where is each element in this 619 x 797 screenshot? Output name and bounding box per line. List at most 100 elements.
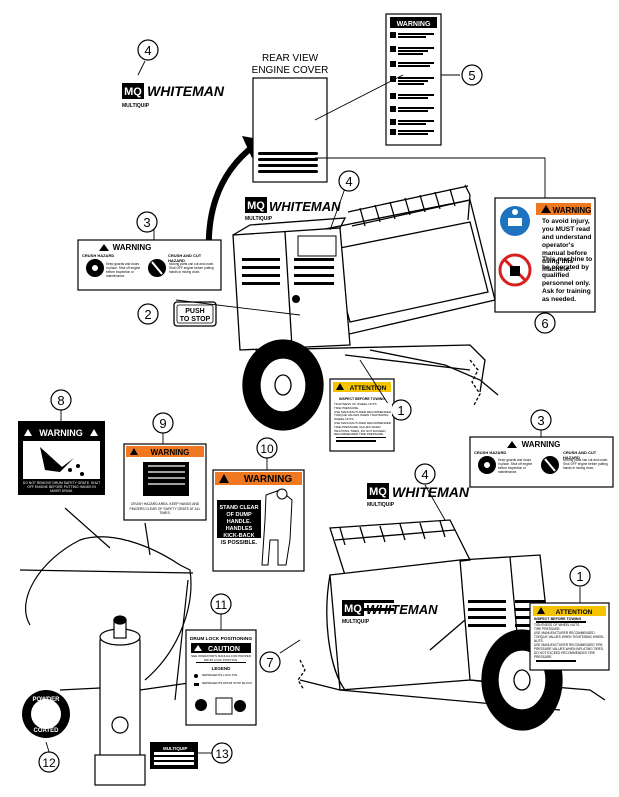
svg-text:3: 3 bbox=[537, 413, 544, 428]
svg-text:9: 9 bbox=[159, 416, 166, 431]
decal-11-item-1: REPRESENTS LOCK PIN bbox=[202, 673, 252, 677]
svg-text:WARNING: WARNING bbox=[244, 474, 293, 485]
svg-text:CAUTION: CAUTION bbox=[208, 646, 240, 653]
decal-11-text: SEE OPERATOR'S MANUAL FOR PROPER DRUM LO… bbox=[190, 654, 252, 663]
svg-text:1: 1 bbox=[576, 569, 583, 584]
callout-9: 9 bbox=[152, 412, 174, 434]
svg-text:DRUM LOCK POSITIONING: DRUM LOCK POSITIONING bbox=[190, 636, 252, 642]
decal-1-item-2: TIRE PRESSURE. bbox=[334, 405, 360, 410]
svg-text:MULTIQUIP: MULTIQUIP bbox=[122, 103, 150, 109]
svg-text:WHITEMAN: WHITEMAN bbox=[147, 83, 225, 99]
svg-text:HANDLES: HANDLES bbox=[226, 526, 253, 532]
decal-1b-item-2: TIRE PRESSURE. bbox=[534, 627, 561, 631]
svg-text:MULTIQUIP: MULTIQUIP bbox=[342, 619, 370, 625]
callout-7: 7 bbox=[259, 651, 281, 673]
svg-text:2: 2 bbox=[144, 307, 151, 322]
svg-text:1: 1 bbox=[397, 403, 404, 418]
decal-1b-item-1: TIGHTNESS OF WHEEL NUTS. bbox=[534, 623, 581, 627]
leader-lines bbox=[45, 60, 581, 756]
decal-3b-left-text: Keep guards and doors in place. Shut off… bbox=[498, 458, 533, 474]
callout-4b: 4 bbox=[338, 170, 360, 192]
svg-text:LEGEND: LEGEND bbox=[212, 666, 232, 671]
callout-1a: 1 bbox=[390, 399, 412, 421]
callout-5: 5 bbox=[461, 64, 483, 86]
svg-text:MULTIQUIP: MULTIQUIP bbox=[245, 216, 273, 222]
decal-1-item-3: USE MANUFACTURER RECOMMENDED TORQUE VALU… bbox=[334, 409, 392, 422]
decal-1b-item-3: USE MANUFACTURER RECOMMENDED TORQUE VALU… bbox=[534, 631, 605, 643]
svg-text:7: 7 bbox=[266, 655, 273, 670]
decal-3b-left-heading: CRUSH HAZARD bbox=[474, 450, 507, 455]
svg-text:MULTIQUIP: MULTIQUIP bbox=[163, 746, 187, 751]
svg-text:WARNING: WARNING bbox=[39, 428, 83, 438]
svg-text:WARNING: WARNING bbox=[151, 448, 190, 457]
push-to-stop-decal: PUSH TO STOP bbox=[173, 301, 217, 327]
engine-door-decal bbox=[297, 235, 337, 257]
svg-text:MULTIQUIP: MULTIQUIP bbox=[367, 502, 395, 508]
whiteman-logo-bottom: MQ WHITEMAN MULTIQUIP bbox=[367, 483, 470, 508]
decal-3-right-heading: CRUSH AND CUT HAZARD bbox=[168, 253, 202, 263]
decal-10-line6: IS POSSIBLE. bbox=[221, 540, 258, 546]
svg-text:MQ: MQ bbox=[124, 86, 142, 98]
callout-6: 6 bbox=[534, 312, 556, 334]
svg-text:MQ: MQ bbox=[247, 200, 265, 212]
decal-13-serial-plate: MULTIQUIP bbox=[150, 742, 198, 769]
svg-text:WARNING: WARNING bbox=[553, 206, 592, 215]
svg-text:4: 4 bbox=[144, 43, 151, 58]
svg-text:STAND CLEAR: STAND CLEAR bbox=[219, 505, 258, 511]
decal-1-item-4: USE MANUFACTURER RECOMMENDED TIRE PRESSU… bbox=[334, 420, 392, 437]
svg-text:OF DUMP: OF DUMP bbox=[226, 512, 252, 518]
callout-3b: 3 bbox=[530, 409, 552, 431]
callout-13: 13 bbox=[211, 742, 233, 764]
svg-text:WHITEMAN: WHITEMAN bbox=[366, 602, 438, 617]
decal-3b-right-heading: CRUSH AND CUT HAZARD bbox=[563, 450, 597, 460]
rear-cover-louvres bbox=[258, 152, 318, 173]
callout-4c: 4 bbox=[414, 463, 436, 485]
svg-text:WARNING: WARNING bbox=[522, 440, 561, 449]
decal-3-right-text: Moving parts can cut and crush. Shut OFF… bbox=[169, 262, 215, 274]
svg-text:5: 5 bbox=[468, 68, 475, 83]
svg-text:ATTENTION: ATTENTION bbox=[556, 609, 593, 616]
decal-5-warning-tall: WARNING bbox=[385, 13, 442, 146]
decal-3b-right-text: Moving parts can cut and crush. Shut OFF… bbox=[563, 458, 609, 470]
svg-text:WHITEMAN: WHITEMAN bbox=[392, 484, 470, 500]
decal-10-warning-dump-handle: WARNING STAND CLEAR OF DUMP HANDLE. HAND… bbox=[212, 469, 305, 572]
svg-text:COATED: COATED bbox=[34, 728, 60, 734]
decal-3-warning-crush-bottom: WARNING bbox=[469, 436, 614, 488]
decal-12-powder-coated: POWDER COATED bbox=[22, 690, 70, 738]
callout-10: 10 bbox=[256, 437, 278, 459]
svg-text:ATTENTION: ATTENTION bbox=[350, 385, 387, 392]
svg-text:MQ: MQ bbox=[369, 486, 387, 498]
svg-text:KICK-BACK: KICK-BACK bbox=[223, 533, 254, 539]
callout-12: 12 bbox=[38, 751, 60, 773]
svg-text:WARNING: WARNING bbox=[113, 243, 152, 252]
decal-3-left-text: Keep guards and doors in place. Shut off… bbox=[106, 262, 141, 278]
svg-text:TO STOP: TO STOP bbox=[180, 316, 211, 323]
decal-1b-items: TIGHTNESS OF WHEEL NUTS. TIRE PRESSURE. … bbox=[534, 623, 606, 659]
rear-view-label-1: REAR VIEW bbox=[262, 53, 319, 64]
svg-text:MQ: MQ bbox=[344, 603, 362, 615]
decal-1b-heading: INSPECT BEFORE TOWING bbox=[534, 617, 604, 621]
svg-text:4: 4 bbox=[421, 467, 428, 482]
svg-text:11: 11 bbox=[215, 598, 228, 612]
decal-1-item-1: TIGHTNESS OF WHEEL NUTS. bbox=[334, 402, 378, 406]
svg-text:6: 6 bbox=[541, 316, 548, 331]
callout-3a: 3 bbox=[136, 211, 158, 233]
svg-text:POWDER: POWDER bbox=[33, 697, 61, 703]
callout-8: 8 bbox=[50, 389, 72, 411]
whiteman-logo-top: MQ WHITEMAN MULTIQUIP bbox=[122, 83, 225, 109]
callout-2: 2 bbox=[137, 303, 159, 325]
decal-11-drum-lock-positioning: DRUM LOCK POSITIONING CAUTION LEGEND bbox=[185, 629, 257, 726]
decal-1b-item-4: USE MANUFACTURER RECOMMENDED TIRE PRESSU… bbox=[534, 643, 604, 659]
whiteman-logo-drum: MQ WHITEMAN MULTIQUIP bbox=[342, 600, 438, 625]
decal-6-text1: To avoid injury, you MUST read and under… bbox=[542, 218, 594, 274]
decal-11-item-2: REPRESENTS DRUM STOP BLOCK bbox=[202, 681, 254, 685]
callout-4a: 4 bbox=[137, 39, 159, 61]
whiteman-logo-mid: MQ WHITEMAN MULTIQUIP bbox=[245, 197, 341, 222]
svg-text:HANDLE.: HANDLE. bbox=[227, 519, 252, 525]
decal-6-text2: This machine to be operated by qualified… bbox=[542, 256, 593, 303]
decal-1-items: TIGHTNESS OF WHEEL NUTS. TIRE PRESSURE. … bbox=[334, 402, 392, 438]
drum-lock-assembly bbox=[19, 507, 211, 786]
svg-text:4: 4 bbox=[345, 174, 352, 189]
svg-text:8: 8 bbox=[57, 393, 64, 408]
